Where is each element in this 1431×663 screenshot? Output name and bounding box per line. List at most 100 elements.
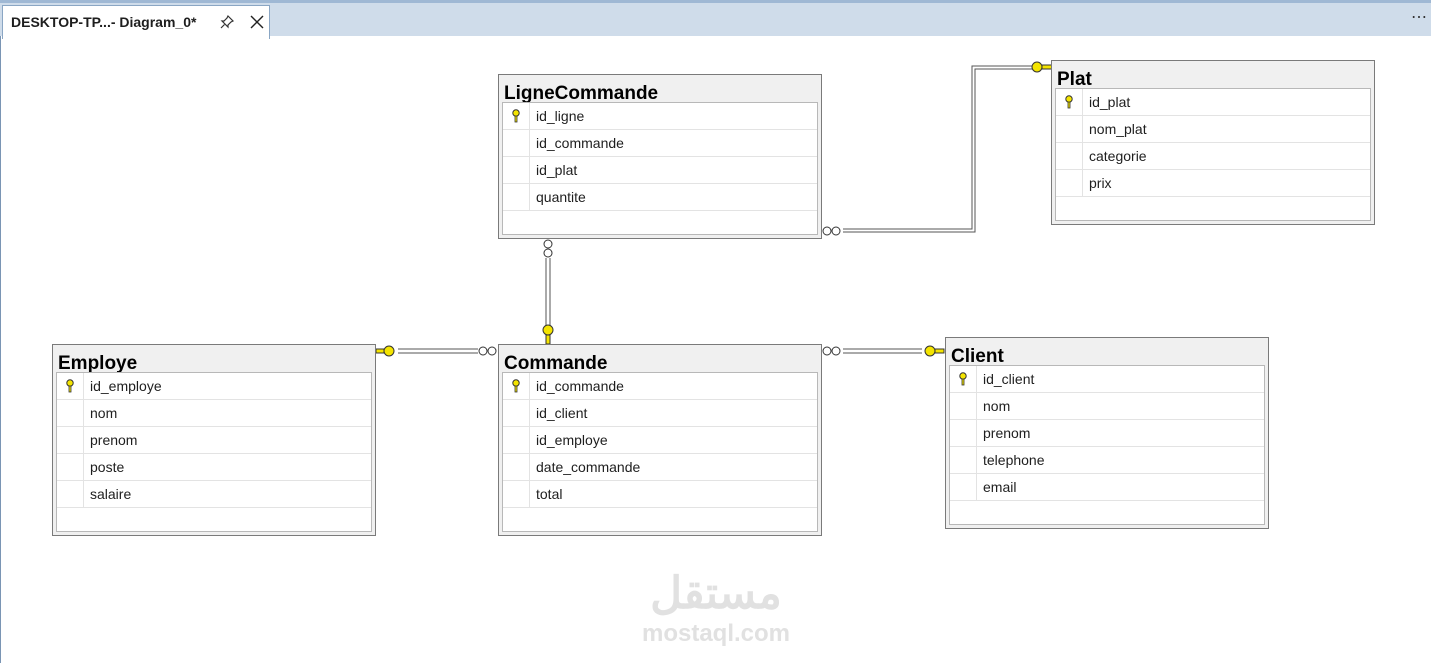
tab-diagram[interactable]: DESKTOP-TP...- Diagram_0* [2, 5, 270, 39]
column-name: id_employe [536, 432, 608, 448]
column-row[interactable]: nom_plat [1056, 116, 1370, 143]
table-employe[interactable]: Employe id_employe nom prenom poste sala… [52, 344, 376, 536]
table-title: Commande [504, 353, 608, 374]
row-selector [950, 393, 977, 419]
row-selector [950, 447, 977, 473]
watermark-latin: mostaql.com [641, 620, 791, 647]
column-row[interactable]: total [503, 481, 817, 508]
row-selector [950, 366, 977, 392]
row-selector [950, 420, 977, 446]
column-grid: id_ligne id_commande id_plat quantite [502, 102, 818, 235]
column-row[interactable]: prenom [950, 420, 1264, 447]
column-name: categorie [1089, 148, 1147, 164]
column-name: quantite [536, 189, 586, 205]
row-selector [57, 427, 84, 453]
primary-key-icon [512, 379, 520, 393]
overflow-menu-icon[interactable]: ⋯ [1411, 9, 1427, 26]
column-row[interactable]: salaire [57, 481, 371, 508]
column-row[interactable]: quantite [503, 184, 817, 211]
row-selector [1056, 89, 1083, 115]
table-client[interactable]: Client id_client nom prenom telephone em… [945, 337, 1269, 529]
row-selector [503, 184, 530, 210]
row-selector [950, 474, 977, 500]
column-row[interactable]: email [950, 474, 1264, 501]
column-name: prix [1089, 175, 1112, 191]
row-selector [57, 373, 84, 399]
row-selector [57, 400, 84, 426]
primary-key-icon [512, 109, 520, 123]
column-name: id_commande [536, 135, 624, 151]
column-row[interactable]: id_commande [503, 130, 817, 157]
column-name: total [536, 486, 563, 502]
column-name: salaire [90, 486, 132, 502]
column-name: id_client [983, 371, 1035, 387]
row-selector [1056, 143, 1083, 169]
column-row[interactable]: telephone [950, 447, 1264, 474]
column-row[interactable]: nom [57, 400, 371, 427]
row-selector [503, 130, 530, 156]
column-name: prenom [983, 425, 1031, 441]
column-name: id_client [536, 405, 588, 421]
column-row[interactable]: categorie [1056, 143, 1370, 170]
table-title: Employe [58, 353, 138, 374]
row-selector [503, 481, 530, 507]
watermark-arabic: مستقل [650, 569, 782, 618]
column-name: nom [983, 398, 1011, 414]
row-selector [57, 481, 84, 507]
pin-icon[interactable] [219, 14, 235, 30]
document-tab-strip: DESKTOP-TP...- Diagram_0* ⋯ [0, 0, 1431, 39]
column-row[interactable]: id_employe [503, 427, 817, 454]
column-name: id_employe [90, 378, 162, 394]
column-name: telephone [983, 452, 1045, 468]
close-icon[interactable] [249, 14, 265, 30]
row-selector [1056, 170, 1083, 196]
column-row[interactable]: id_client [950, 366, 1264, 393]
row-selector [1056, 116, 1083, 142]
column-name: id_commande [536, 378, 624, 394]
column-row[interactable]: prix [1056, 170, 1370, 197]
column-name: email [983, 479, 1017, 495]
column-grid: id_plat nom_plat categorie prix [1055, 88, 1371, 221]
tab-title: DESKTOP-TP...- Diagram_0* [11, 14, 197, 30]
column-row[interactable]: poste [57, 454, 371, 481]
column-row[interactable]: id_commande [503, 373, 817, 400]
column-name: id_ligne [536, 108, 585, 124]
column-row[interactable]: id_plat [503, 157, 817, 184]
primary-key-icon [1065, 95, 1073, 109]
table-title: Plat [1057, 69, 1092, 90]
column-name: nom_plat [1089, 121, 1147, 137]
table-commande[interactable]: Commande id_commande id_client id_employ… [498, 344, 822, 536]
column-name: prenom [90, 432, 138, 448]
row-selector [503, 373, 530, 399]
column-name: poste [90, 459, 125, 475]
table-title: LigneCommande [504, 83, 659, 104]
primary-key-icon [959, 372, 967, 386]
column-row[interactable]: id_client [503, 400, 817, 427]
row-selector [57, 454, 84, 480]
row-selector [503, 400, 530, 426]
watermark: مستقل mostaql.com [626, 568, 806, 650]
table-lignecommande[interactable]: LigneCommande id_ligne id_commande id_pl… [498, 74, 822, 239]
column-row[interactable]: date_commande [503, 454, 817, 481]
row-selector [503, 427, 530, 453]
column-grid: id_commande id_client id_employe date_co… [502, 372, 818, 532]
column-row[interactable]: id_ligne [503, 103, 817, 130]
column-row[interactable]: id_employe [57, 373, 371, 400]
row-selector [503, 157, 530, 183]
column-grid: id_employe nom prenom poste salaire [56, 372, 372, 532]
column-name: date_commande [536, 459, 641, 475]
row-selector [503, 454, 530, 480]
column-row[interactable]: id_plat [1056, 89, 1370, 116]
diagram-canvas[interactable] [0, 36, 1431, 663]
column-row[interactable]: prenom [57, 427, 371, 454]
column-grid: id_client nom prenom telephone email [949, 365, 1265, 525]
column-name: id_plat [536, 162, 578, 178]
column-name: id_plat [1089, 94, 1131, 110]
table-plat[interactable]: Plat id_plat nom_plat categorie prix [1051, 60, 1375, 225]
column-name: nom [90, 405, 118, 421]
column-row[interactable]: nom [950, 393, 1264, 420]
primary-key-icon [66, 379, 74, 393]
row-selector [503, 103, 530, 129]
table-title: Client [951, 346, 1004, 367]
